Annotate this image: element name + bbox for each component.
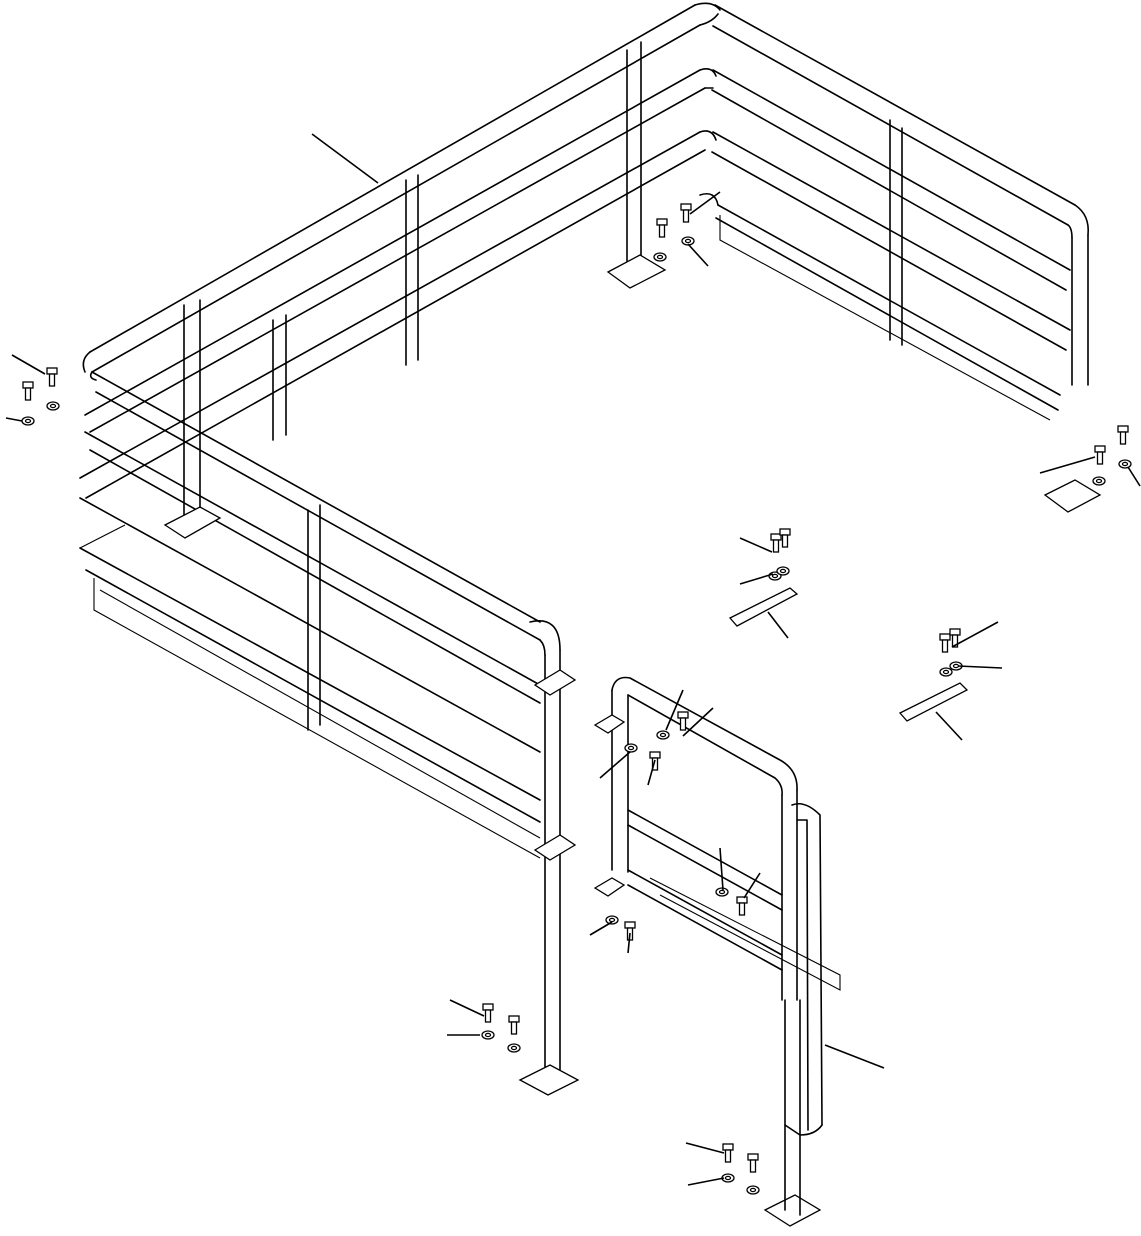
leader-line	[687, 1177, 725, 1186]
bolt-icon	[656, 218, 668, 238]
washer-icon	[46, 401, 60, 411]
leader-line	[1127, 466, 1141, 487]
leader-line	[767, 611, 789, 639]
bolt-icon	[939, 633, 951, 653]
bolt-icon	[1117, 425, 1129, 445]
hardware	[21, 203, 1132, 1195]
gate-assembly	[533, 669, 841, 1216]
leader-line	[935, 711, 963, 741]
washer-icon	[746, 1185, 760, 1195]
bolt-icon	[22, 381, 34, 401]
leader-lines	[5, 133, 1141, 1186]
leader-line	[5, 417, 23, 422]
washer-icon	[776, 566, 790, 576]
bolt-icon	[508, 1015, 520, 1035]
mounting-plate	[606, 254, 667, 289]
leader-line	[824, 1044, 885, 1069]
handrail-top-section	[79, 2, 1090, 1076]
leader-line	[311, 133, 379, 184]
mounting-bar	[728, 587, 799, 627]
leader-line	[647, 759, 656, 786]
bolt-icon	[482, 1003, 494, 1023]
hinge	[533, 834, 577, 861]
leader-line	[1039, 456, 1096, 474]
leader-line	[449, 999, 485, 1017]
leader-line	[957, 665, 1003, 669]
washer-icon	[605, 915, 619, 925]
bolt-icon	[770, 533, 782, 553]
leader-line	[719, 847, 724, 891]
washer-icon	[715, 887, 729, 897]
leader-line	[11, 354, 46, 375]
mounting-plate	[163, 506, 222, 539]
leader-line	[685, 1142, 725, 1154]
mounting-bar	[898, 682, 969, 722]
washer-icon	[481, 1030, 495, 1040]
bolt-icon	[747, 1153, 759, 1173]
leader-line	[589, 921, 613, 936]
washer-icon	[939, 667, 953, 677]
bolt-icon	[46, 367, 58, 387]
washer-icon	[656, 730, 670, 740]
bolt-icon	[680, 203, 692, 223]
leader-line	[599, 751, 631, 779]
washer-icon	[1092, 476, 1106, 486]
bolt-icon	[677, 711, 689, 731]
leader-line	[627, 932, 631, 954]
mounting-plate	[518, 1064, 580, 1096]
mounting-plate	[763, 1194, 822, 1227]
bolt-icon	[736, 896, 748, 916]
leader-line	[739, 537, 773, 553]
leader-line	[951, 621, 999, 648]
washer-icon	[21, 416, 35, 426]
hinge	[533, 669, 577, 696]
leader-line	[739, 573, 774, 585]
washer-icon	[1118, 459, 1132, 469]
hinge	[593, 714, 626, 734]
mounting-plates	[163, 254, 1102, 1227]
leader-line	[689, 191, 721, 215]
bolt-icon	[779, 528, 791, 548]
leader-line	[665, 689, 684, 731]
bolt-icon	[649, 751, 661, 771]
bolt-icon	[722, 1143, 734, 1163]
leader-line	[682, 707, 714, 737]
hinge	[593, 877, 626, 897]
leader-line	[743, 872, 761, 899]
mounting-bars	[728, 587, 969, 722]
washer-icon	[624, 743, 638, 753]
washer-icon	[507, 1043, 521, 1053]
washer-icon	[681, 236, 695, 246]
bolt-icon	[949, 628, 961, 648]
washer-icon	[653, 252, 667, 262]
leader-line	[687, 243, 709, 267]
mounting-plate	[1043, 479, 1102, 513]
bolt-icon	[1094, 445, 1106, 465]
